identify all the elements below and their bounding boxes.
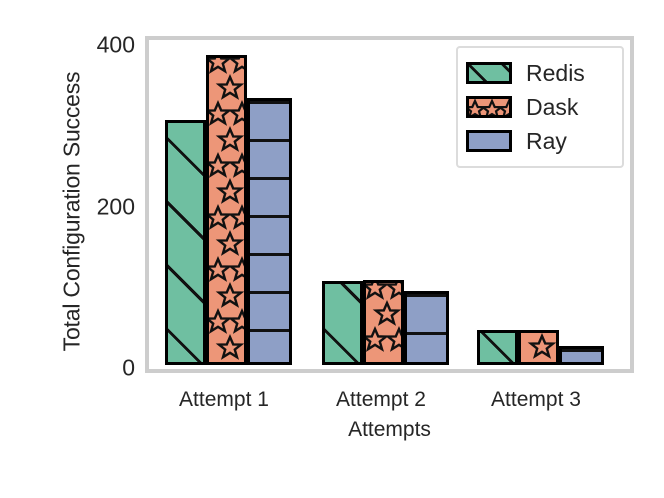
bar-dask-attempt-1 (206, 55, 247, 365)
bar-redis-attempt-2 (322, 281, 363, 365)
bar-ray-attempt-2 (404, 291, 449, 365)
bar-redis-attempt-3 (477, 330, 518, 365)
star-hatch-icon (209, 58, 244, 362)
star-hatch-icon (366, 283, 401, 362)
x-tick-attempt-3: Attempt 3 (491, 388, 581, 411)
y-tick-200: 200 (96, 193, 135, 220)
bar-dask-attempt-2 (363, 280, 404, 365)
star-hatch-icon (521, 333, 556, 362)
chart-legend: Redis Dask (456, 46, 624, 168)
bar-ray-attempt-1 (247, 98, 292, 365)
x-axis-label: Attempts (348, 418, 431, 441)
x-tick-attempt-1: Attempt 1 (179, 388, 269, 411)
legend-swatch-ray-icon (466, 130, 512, 152)
legend-item-dask: Dask (466, 90, 612, 124)
plot-inner (153, 44, 626, 365)
bar-redis-attempt-1 (165, 120, 206, 365)
legend-item-ray: Ray (466, 124, 612, 158)
y-tick-0: 0 (122, 354, 135, 381)
legend-swatch-dask-icon (466, 96, 512, 118)
legend-swatch-redis-icon (466, 62, 512, 84)
plot-area: Redis Dask (145, 36, 634, 373)
legend-label-redis: Redis (526, 59, 585, 86)
bar-ray-attempt-3 (559, 346, 604, 365)
y-tick-400: 400 (96, 31, 135, 58)
bar-dask-attempt-3 (518, 330, 559, 365)
y-axis-tick-labels: 0 200 400 (55, 0, 135, 498)
x-axis-tick-labels: Attempt 1 Attempt 2 Attempt 3 (145, 388, 634, 420)
legend-item-redis: Redis (466, 56, 612, 90)
legend-label-dask: Dask (526, 93, 579, 120)
x-tick-attempt-2: Attempt 2 (336, 388, 426, 411)
legend-label-ray: Ray (526, 127, 567, 154)
